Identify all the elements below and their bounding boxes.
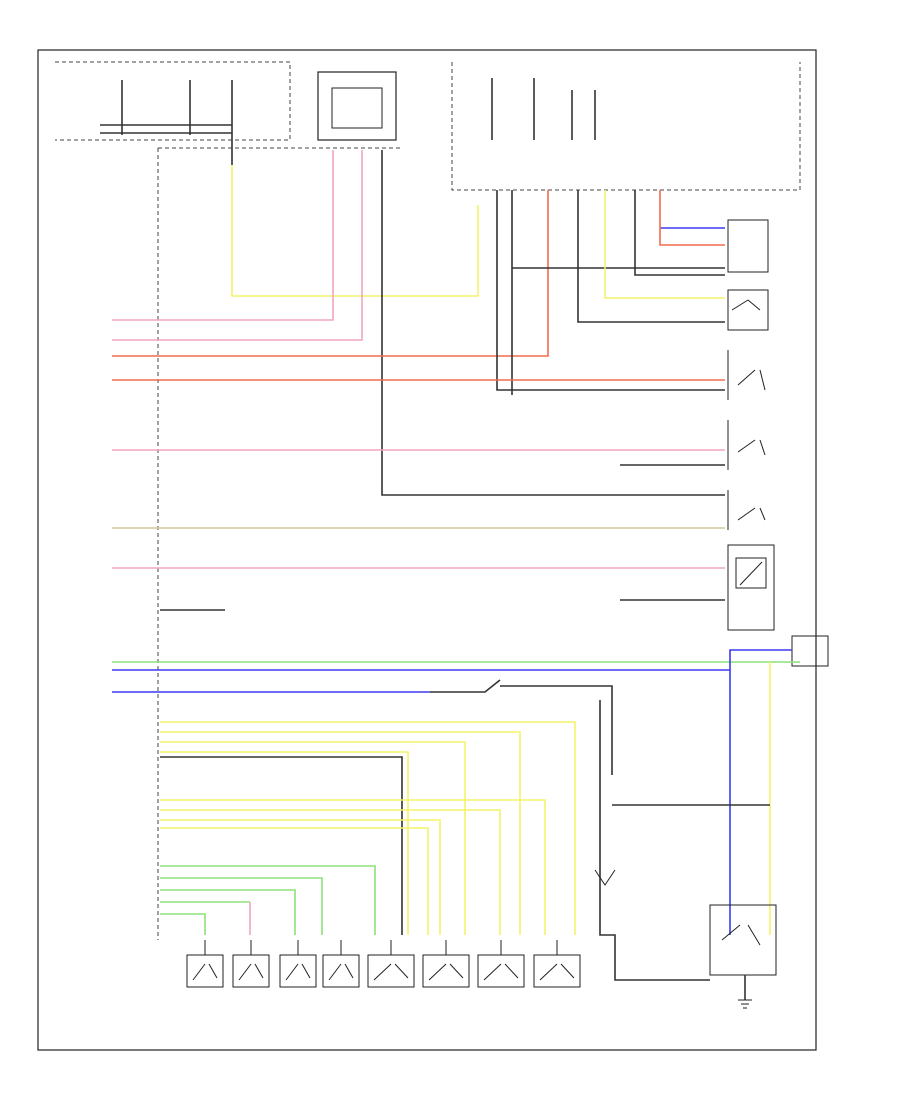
wire-pink-relay-2 bbox=[112, 150, 363, 341]
fuse-box-outline bbox=[55, 61, 291, 141]
switch-contact-5 bbox=[737, 507, 766, 521]
center-diode bbox=[594, 869, 616, 886]
bottom-switch-4 bbox=[322, 954, 360, 988]
wire-yellow-bus-8 bbox=[160, 819, 441, 935]
wire-yellow-bus-3 bbox=[160, 741, 466, 935]
wire-black-cu-3 bbox=[634, 190, 725, 276]
bottom-switch-contact-4 bbox=[328, 963, 354, 981]
bottom-switch-7 bbox=[477, 954, 525, 988]
wire-yellow-bus-6 bbox=[160, 799, 546, 935]
switch-contact-2 bbox=[731, 299, 761, 311]
wire-pink-relay-1 bbox=[112, 150, 334, 321]
relay-box bbox=[317, 71, 397, 141]
bottom-switch-3 bbox=[279, 954, 317, 988]
wire-yellow-top bbox=[231, 165, 479, 297]
wire-black-relay-3 bbox=[381, 150, 725, 496]
wire-green-bus-5 bbox=[160, 913, 206, 935]
wire-yellow-bus-2 bbox=[160, 731, 521, 935]
switch-box-1 bbox=[727, 219, 769, 273]
control-unit-outline bbox=[451, 62, 801, 191]
switch-contact-3 bbox=[737, 369, 766, 391]
diagram-frame bbox=[37, 49, 817, 1051]
bottom-switch-contact-3 bbox=[285, 963, 311, 981]
sensor-box bbox=[727, 544, 775, 631]
bottom-switch-contact-8 bbox=[539, 963, 575, 981]
wire-yellow-bus-4 bbox=[160, 751, 409, 935]
switch-box-2 bbox=[727, 289, 769, 331]
bottom-switch-contact-6 bbox=[428, 963, 464, 981]
bottom-switch-1 bbox=[186, 954, 224, 988]
bottom-switch-8 bbox=[533, 954, 581, 988]
wire-yellow-bus-9 bbox=[160, 827, 429, 935]
sensor-diagonal bbox=[739, 561, 763, 586]
bottom-switch-2 bbox=[232, 954, 270, 988]
ground-symbol-right bbox=[738, 999, 752, 1009]
bottom-switch-contact-7 bbox=[483, 963, 519, 981]
wire-black-switch-center bbox=[430, 679, 613, 775]
wire-yellow-bus-7 bbox=[160, 809, 501, 935]
bottom-switch-contact-5 bbox=[373, 963, 409, 981]
bottom-switch-5 bbox=[367, 954, 415, 988]
wire-blue-lamp bbox=[112, 649, 792, 671]
wire-black-bus-5 bbox=[160, 756, 403, 935]
bottom-switch-contact-2 bbox=[238, 963, 264, 981]
wire-black-ground-right bbox=[496, 190, 725, 391]
wire-green-bus-2 bbox=[160, 877, 323, 935]
wire-yellow-bus-1 bbox=[160, 721, 576, 935]
lamp-box bbox=[791, 635, 829, 667]
wire-black-right-loop bbox=[599, 700, 710, 981]
bottom-switch-row bbox=[186, 940, 581, 988]
wire-yellow-cu bbox=[604, 190, 725, 299]
wire-black-cu-2 bbox=[577, 190, 725, 323]
relay-bottom-right-contact bbox=[721, 924, 761, 946]
wire-red-main bbox=[112, 190, 549, 357]
relay-bottom-right bbox=[709, 904, 777, 976]
bottom-switch-contact-1 bbox=[192, 963, 218, 981]
switch-contact-4 bbox=[737, 439, 766, 456]
wire-red-cu bbox=[659, 190, 725, 246]
wire-green-bus-3 bbox=[160, 889, 296, 935]
wire-green-bus-1 bbox=[160, 865, 376, 935]
bottom-switch-6 bbox=[422, 954, 470, 988]
relay-coil bbox=[331, 87, 383, 129]
sensor-element bbox=[735, 557, 767, 589]
